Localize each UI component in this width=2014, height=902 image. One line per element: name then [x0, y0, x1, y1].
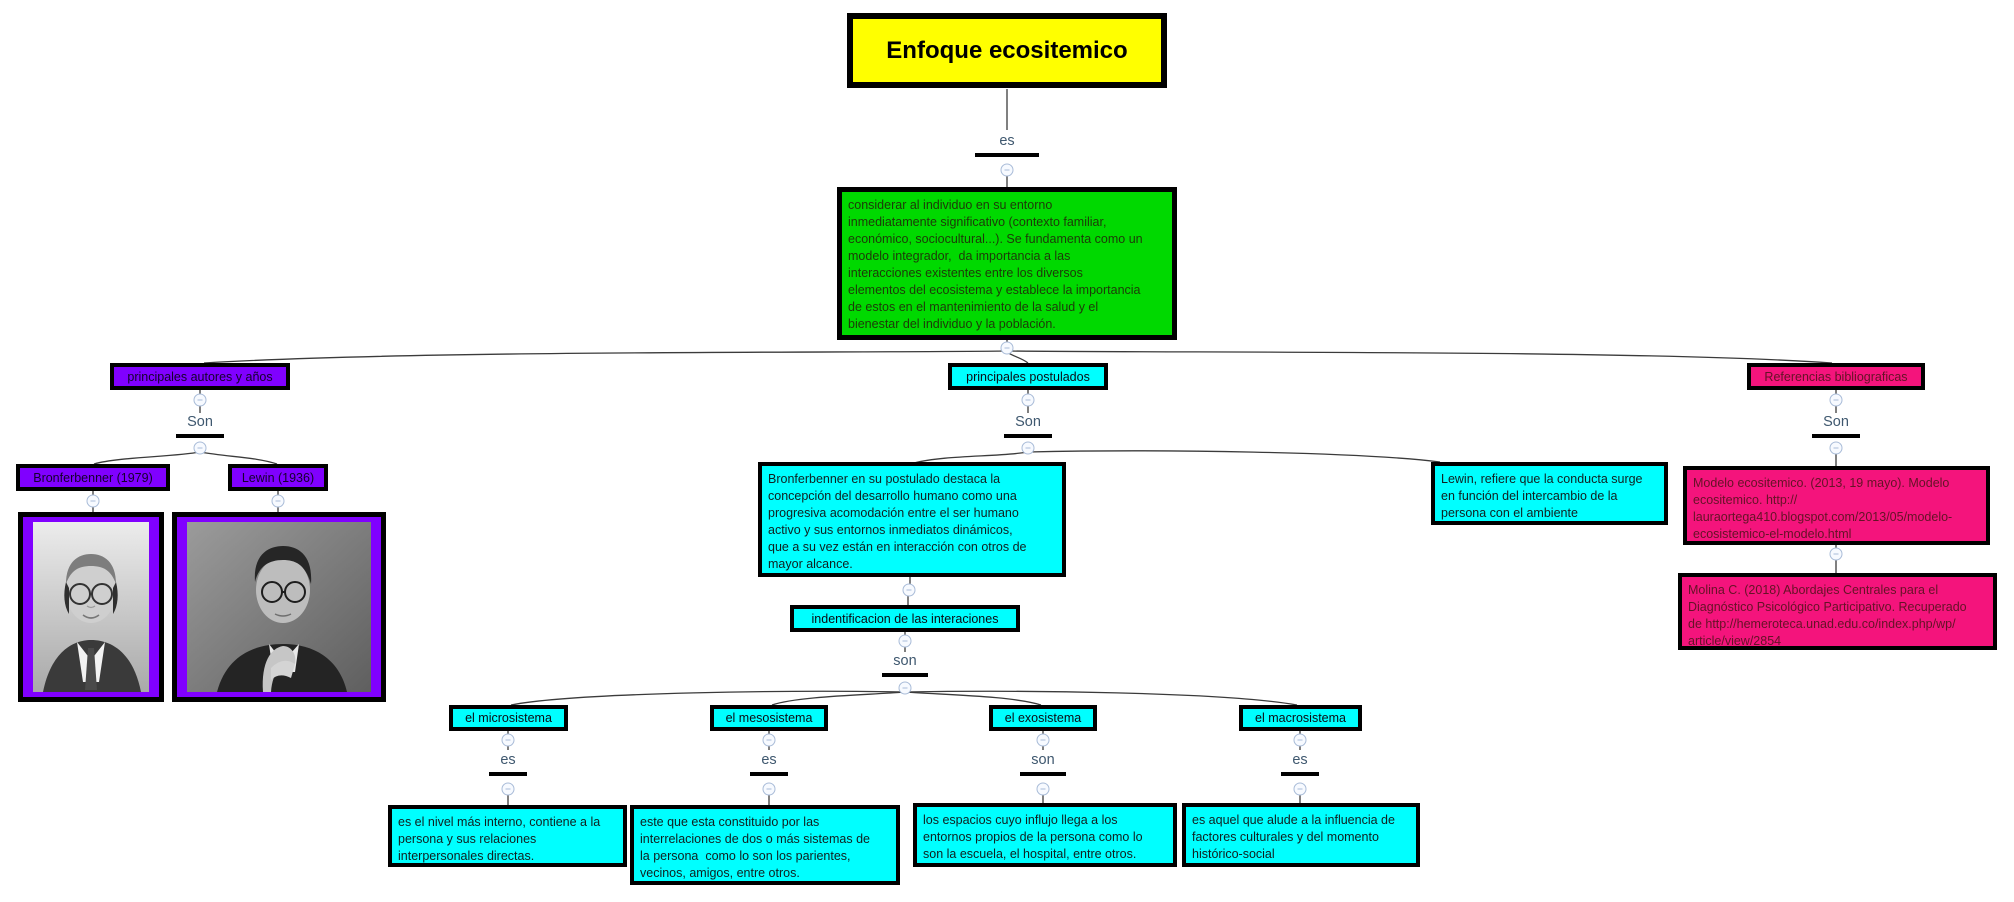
- link-underline: [882, 673, 928, 677]
- definition-box[interactable]: considerar al individuo en su entorno in…: [837, 187, 1177, 340]
- collapse-handle-icon[interactable]: [1293, 782, 1307, 796]
- collapse-handle-icon[interactable]: [1000, 163, 1014, 177]
- collapse-handle-icon[interactable]: [501, 782, 515, 796]
- collapse-handle-icon[interactable]: [1829, 547, 1843, 561]
- link-phrase-son-references[interactable]: Son: [1812, 413, 1860, 438]
- collapse-handle-icon[interactable]: [1829, 441, 1843, 455]
- link-underline: [1004, 434, 1052, 438]
- link-phrase-son-authors[interactable]: Son: [176, 413, 224, 438]
- link-phrase-es-meso[interactable]: es: [750, 751, 788, 776]
- link-phrase-son-exo[interactable]: son: [1020, 751, 1066, 776]
- meso-definition-box[interactable]: este que esta constituido por las interr…: [630, 805, 900, 885]
- link-phrase-es-root[interactable]: es: [975, 132, 1039, 157]
- collapse-handle-icon[interactable]: [1036, 733, 1050, 747]
- lewin-portrait-image: [187, 522, 371, 692]
- postulate-lewin-box[interactable]: Lewin, refiere que la conducta surge en …: [1431, 462, 1668, 525]
- system-meso[interactable]: el mesosistema: [710, 705, 828, 731]
- author-lewin[interactable]: Lewin (1936): [228, 464, 328, 491]
- collapse-handle-icon[interactable]: [193, 393, 207, 407]
- reference-2-box[interactable]: Molina C. (2018) Abordajes Centrales par…: [1678, 573, 1997, 650]
- branch-postulates[interactable]: principales postulados: [948, 363, 1108, 390]
- portrait-bronferbenner-photo[interactable]: [18, 512, 164, 702]
- collapse-handle-icon[interactable]: [1000, 341, 1014, 355]
- link-underline: [1281, 772, 1319, 776]
- collapse-handle-icon[interactable]: [1036, 782, 1050, 796]
- collapse-handle-icon[interactable]: [1021, 441, 1035, 455]
- collapse-handle-icon[interactable]: [898, 634, 912, 648]
- collapse-handle-icon[interactable]: [762, 733, 776, 747]
- collapse-handle-icon[interactable]: [86, 494, 100, 508]
- bronferbenner-portrait-image: [33, 522, 149, 692]
- link-phrase-son-systems[interactable]: son: [882, 652, 928, 677]
- collapse-handle-icon[interactable]: [902, 583, 916, 597]
- collapse-handle-icon[interactable]: [501, 733, 515, 747]
- reference-1-box[interactable]: Modelo ecositemico. (2013, 19 mayo). Mod…: [1683, 466, 1990, 545]
- author-bronferbenner[interactable]: Bronferbenner (1979): [16, 464, 170, 491]
- branch-authors[interactable]: principales autores y años: [110, 363, 290, 390]
- collapse-handle-icon[interactable]: [1021, 393, 1035, 407]
- exo-definition-box[interactable]: los espacios cuyo influjo llega a los en…: [913, 803, 1177, 867]
- link-underline: [1020, 772, 1066, 776]
- collapse-handle-icon[interactable]: [271, 494, 285, 508]
- link-underline: [176, 434, 224, 438]
- system-exo[interactable]: el exosistema: [989, 705, 1097, 731]
- postulate-bronferbenner-box[interactable]: Bronferbenner en su postulado destaca la…: [758, 462, 1066, 577]
- collapse-handle-icon[interactable]: [193, 441, 207, 455]
- system-macro[interactable]: el macrosistema: [1239, 705, 1362, 731]
- link-underline: [975, 153, 1039, 157]
- link-phrase-es-macro[interactable]: es: [1281, 751, 1319, 776]
- collapse-handle-icon[interactable]: [1293, 733, 1307, 747]
- link-underline: [1812, 434, 1860, 438]
- link-phrase-son-postulates[interactable]: Son: [1004, 413, 1052, 438]
- root-concept[interactable]: Enfoque ecositemico: [847, 13, 1167, 88]
- collapse-handle-icon[interactable]: [1829, 393, 1843, 407]
- collapse-handle-icon[interactable]: [762, 782, 776, 796]
- link-underline: [489, 772, 527, 776]
- link-phrase-es-micro[interactable]: es: [489, 751, 527, 776]
- collapse-handle-icon[interactable]: [898, 681, 912, 695]
- system-micro[interactable]: el microsistema: [449, 705, 568, 731]
- link-underline: [750, 772, 788, 776]
- identification-box[interactable]: indentificacion de las interaciones: [790, 605, 1020, 632]
- branch-references[interactable]: Referencias bibliograficas: [1747, 363, 1925, 390]
- portrait-lewin-photo[interactable]: [172, 512, 386, 702]
- micro-definition-box[interactable]: es el nivel más interno, contiene a la p…: [388, 805, 627, 867]
- macro-definition-box[interactable]: es aquel que alude a la influencia de fa…: [1182, 803, 1420, 867]
